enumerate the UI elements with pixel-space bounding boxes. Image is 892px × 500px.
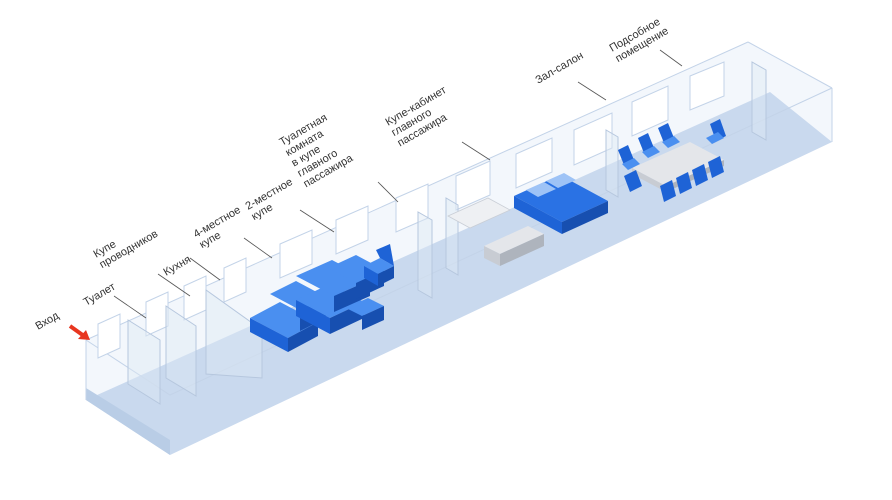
armchair <box>364 258 394 274</box>
partition-wall <box>417 211 433 299</box>
label-entrance: Вход <box>34 309 62 332</box>
berth <box>346 298 384 316</box>
armchair <box>364 266 378 286</box>
chair <box>660 180 676 202</box>
leader-lines <box>113 49 683 319</box>
berth <box>296 284 364 318</box>
label-two-berth: 2-местное купе <box>244 175 304 223</box>
vip-bed <box>514 173 608 234</box>
label-toilet: Туалет <box>82 281 118 309</box>
label-four-berth: 4-местное купе <box>192 203 252 251</box>
berth <box>296 300 330 334</box>
car-shell <box>85 41 833 455</box>
table-top <box>632 142 724 186</box>
leader-line <box>189 257 221 281</box>
window <box>97 313 121 359</box>
partition-wall <box>205 289 263 379</box>
car-floor <box>86 92 832 455</box>
chair <box>706 132 724 144</box>
window <box>455 160 491 211</box>
cabinet <box>484 246 500 266</box>
leader-line <box>157 273 191 297</box>
chairs <box>618 119 726 202</box>
leader-line <box>577 81 607 101</box>
window <box>631 85 669 137</box>
cabinet <box>500 234 544 266</box>
leader-line <box>461 141 491 161</box>
windows <box>97 61 725 359</box>
leader-line <box>659 49 683 67</box>
leader-line <box>377 181 399 203</box>
leader-line <box>299 209 335 233</box>
window <box>223 257 247 303</box>
window <box>279 229 313 279</box>
label-kitchen: Кухня <box>162 253 194 278</box>
window <box>689 61 725 111</box>
floor-near-strip <box>86 388 170 455</box>
window <box>335 205 369 255</box>
chair <box>662 136 680 148</box>
table-side <box>632 168 666 192</box>
bed-side <box>514 196 562 234</box>
chair <box>708 156 724 178</box>
counter <box>447 197 511 229</box>
window <box>515 137 553 189</box>
partition-wall <box>445 197 459 276</box>
leader-line <box>243 237 273 259</box>
bed-side <box>562 201 608 234</box>
partition-wall <box>605 129 619 198</box>
window <box>145 291 169 337</box>
pillow <box>546 173 576 188</box>
armchair <box>378 266 394 286</box>
chair <box>692 164 708 186</box>
partitions <box>127 61 767 405</box>
armchair <box>376 244 394 266</box>
berth <box>288 322 318 352</box>
end-wall-edge <box>747 41 833 89</box>
chair <box>642 146 660 158</box>
entrance-arrow <box>68 324 90 340</box>
partition-wall <box>165 305 197 397</box>
chair <box>624 170 642 192</box>
compartment-berths <box>250 244 394 352</box>
leader-line <box>113 295 147 319</box>
cabinet <box>484 226 544 254</box>
pillow <box>526 182 556 197</box>
label-conductors: Купе проводников <box>92 217 161 271</box>
chair <box>710 119 726 141</box>
label-salon: Зал-салон <box>534 50 586 87</box>
partition-wall <box>127 319 161 405</box>
chair <box>676 172 692 194</box>
window <box>573 112 613 166</box>
label-vip-cabin: Купе-кабинет главного пассажира <box>384 83 464 150</box>
arrow-head-icon <box>78 330 90 340</box>
berth <box>296 260 370 296</box>
berth <box>250 318 288 352</box>
salon-furniture <box>618 119 726 202</box>
near-wall-edge <box>85 87 833 396</box>
berth <box>362 306 384 330</box>
vip-toilet-fixtures <box>447 197 544 266</box>
label-utility: Подсобное помещение <box>608 14 672 65</box>
chair <box>622 158 640 170</box>
partition-wall <box>751 61 767 141</box>
